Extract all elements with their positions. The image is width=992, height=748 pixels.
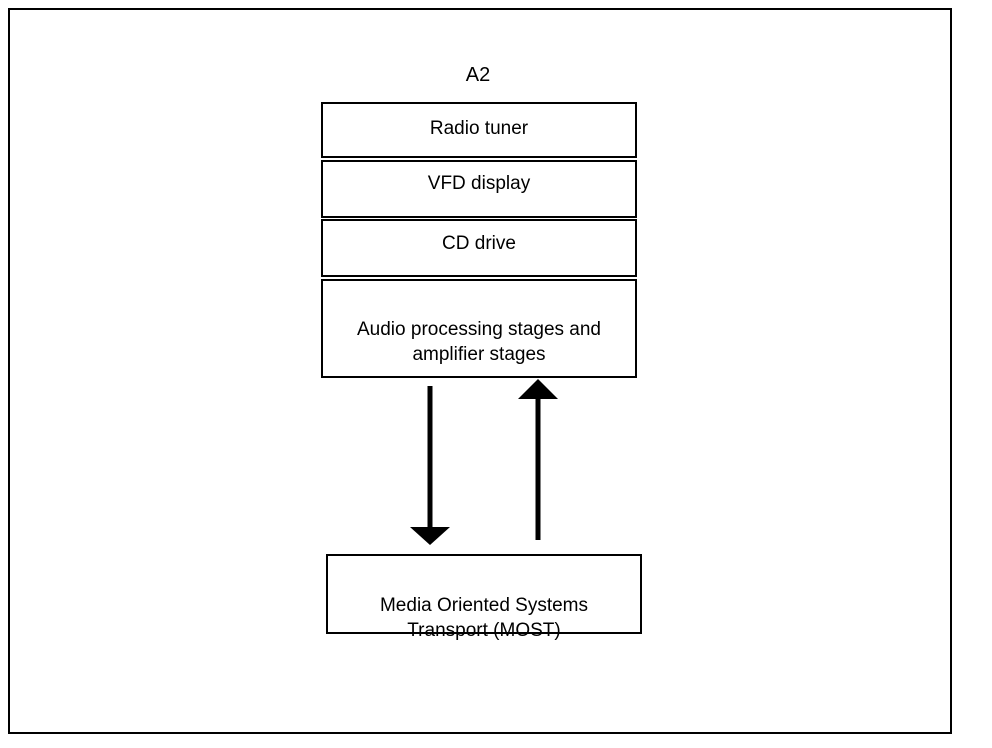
- cd-drive-label: CD drive: [442, 233, 516, 254]
- arrow-up-to-audio: [518, 379, 558, 540]
- vfd-display-label: VFD display: [427, 173, 531, 194]
- unit-label-a2: A2: [465, 64, 491, 86]
- most-bus-block: Media Oriented Systems Transport (MOST): [326, 554, 642, 641]
- arrow-down-to-most: [410, 386, 450, 545]
- diagram-frame: [8, 8, 952, 734]
- vfd-display-block: VFD display: [321, 160, 637, 218]
- audio-processing-label: Audio processing stages and amplifier st…: [357, 319, 601, 365]
- most-bus-label: Media Oriented Systems Transport (MOST): [379, 595, 589, 641]
- radio-tuner-label: Radio tuner: [429, 118, 529, 139]
- audio-processing-block: Audio processing stages and amplifier st…: [321, 279, 637, 378]
- radio-tuner-block: Radio tuner: [321, 102, 637, 158]
- cd-drive-block: CD drive: [321, 219, 637, 277]
